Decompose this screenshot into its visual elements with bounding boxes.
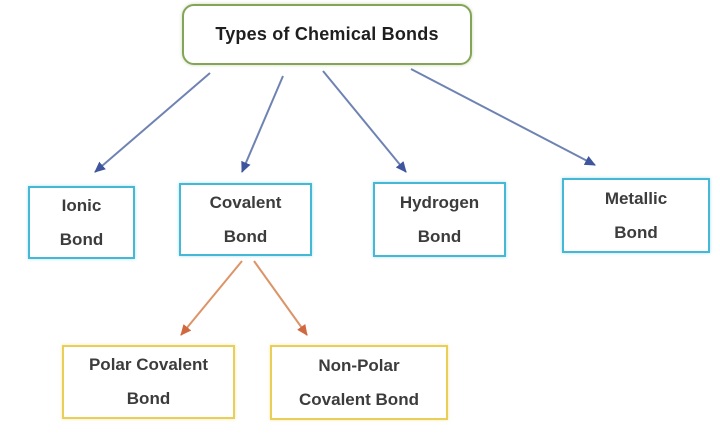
node-ionic-bond: Ionic Bond bbox=[28, 186, 135, 259]
node-label-line: Bond bbox=[126, 389, 171, 408]
node-label-line: Ionic bbox=[61, 195, 102, 215]
node-label-line: Metallic bbox=[604, 188, 668, 208]
arrow-root-to-metallic bbox=[410, 68, 596, 166]
root-node-label: Types of Chemical Bonds bbox=[215, 24, 439, 44]
node-label-line: Polar Covalent bbox=[88, 355, 209, 374]
node-polar-covalent-bond: Polar Covalent Bond bbox=[62, 345, 235, 419]
arrow-root-to-hydrogen bbox=[322, 70, 407, 173]
node-label-line: Bond bbox=[417, 226, 462, 246]
node-label-line: Hydrogen bbox=[399, 192, 480, 212]
node-hydrogen-bond: Hydrogen Bond bbox=[373, 182, 506, 257]
arrow-covalent-to-nonpolar bbox=[253, 260, 308, 336]
node-covalent-bond: Covalent Bond bbox=[179, 183, 312, 256]
node-types-of-chemical-bonds: Types of Chemical Bonds bbox=[182, 4, 472, 65]
arrow-covalent-to-polar bbox=[180, 260, 243, 336]
node-metallic-bond: Metallic Bond bbox=[562, 178, 710, 253]
node-non-polar-covalent-bond: Non-Polar Covalent Bond bbox=[270, 345, 448, 420]
arrow-root-to-ionic bbox=[94, 72, 211, 173]
node-label-line: Bond bbox=[223, 226, 268, 246]
node-label-line: Bond bbox=[59, 229, 104, 249]
arrow-root-to-covalent bbox=[241, 75, 284, 173]
node-label-line: Non-Polar bbox=[318, 355, 400, 375]
node-label-line: Covalent Bond bbox=[299, 389, 419, 409]
node-label-line: Bond bbox=[614, 222, 658, 242]
node-label-line: Covalent bbox=[209, 192, 282, 212]
